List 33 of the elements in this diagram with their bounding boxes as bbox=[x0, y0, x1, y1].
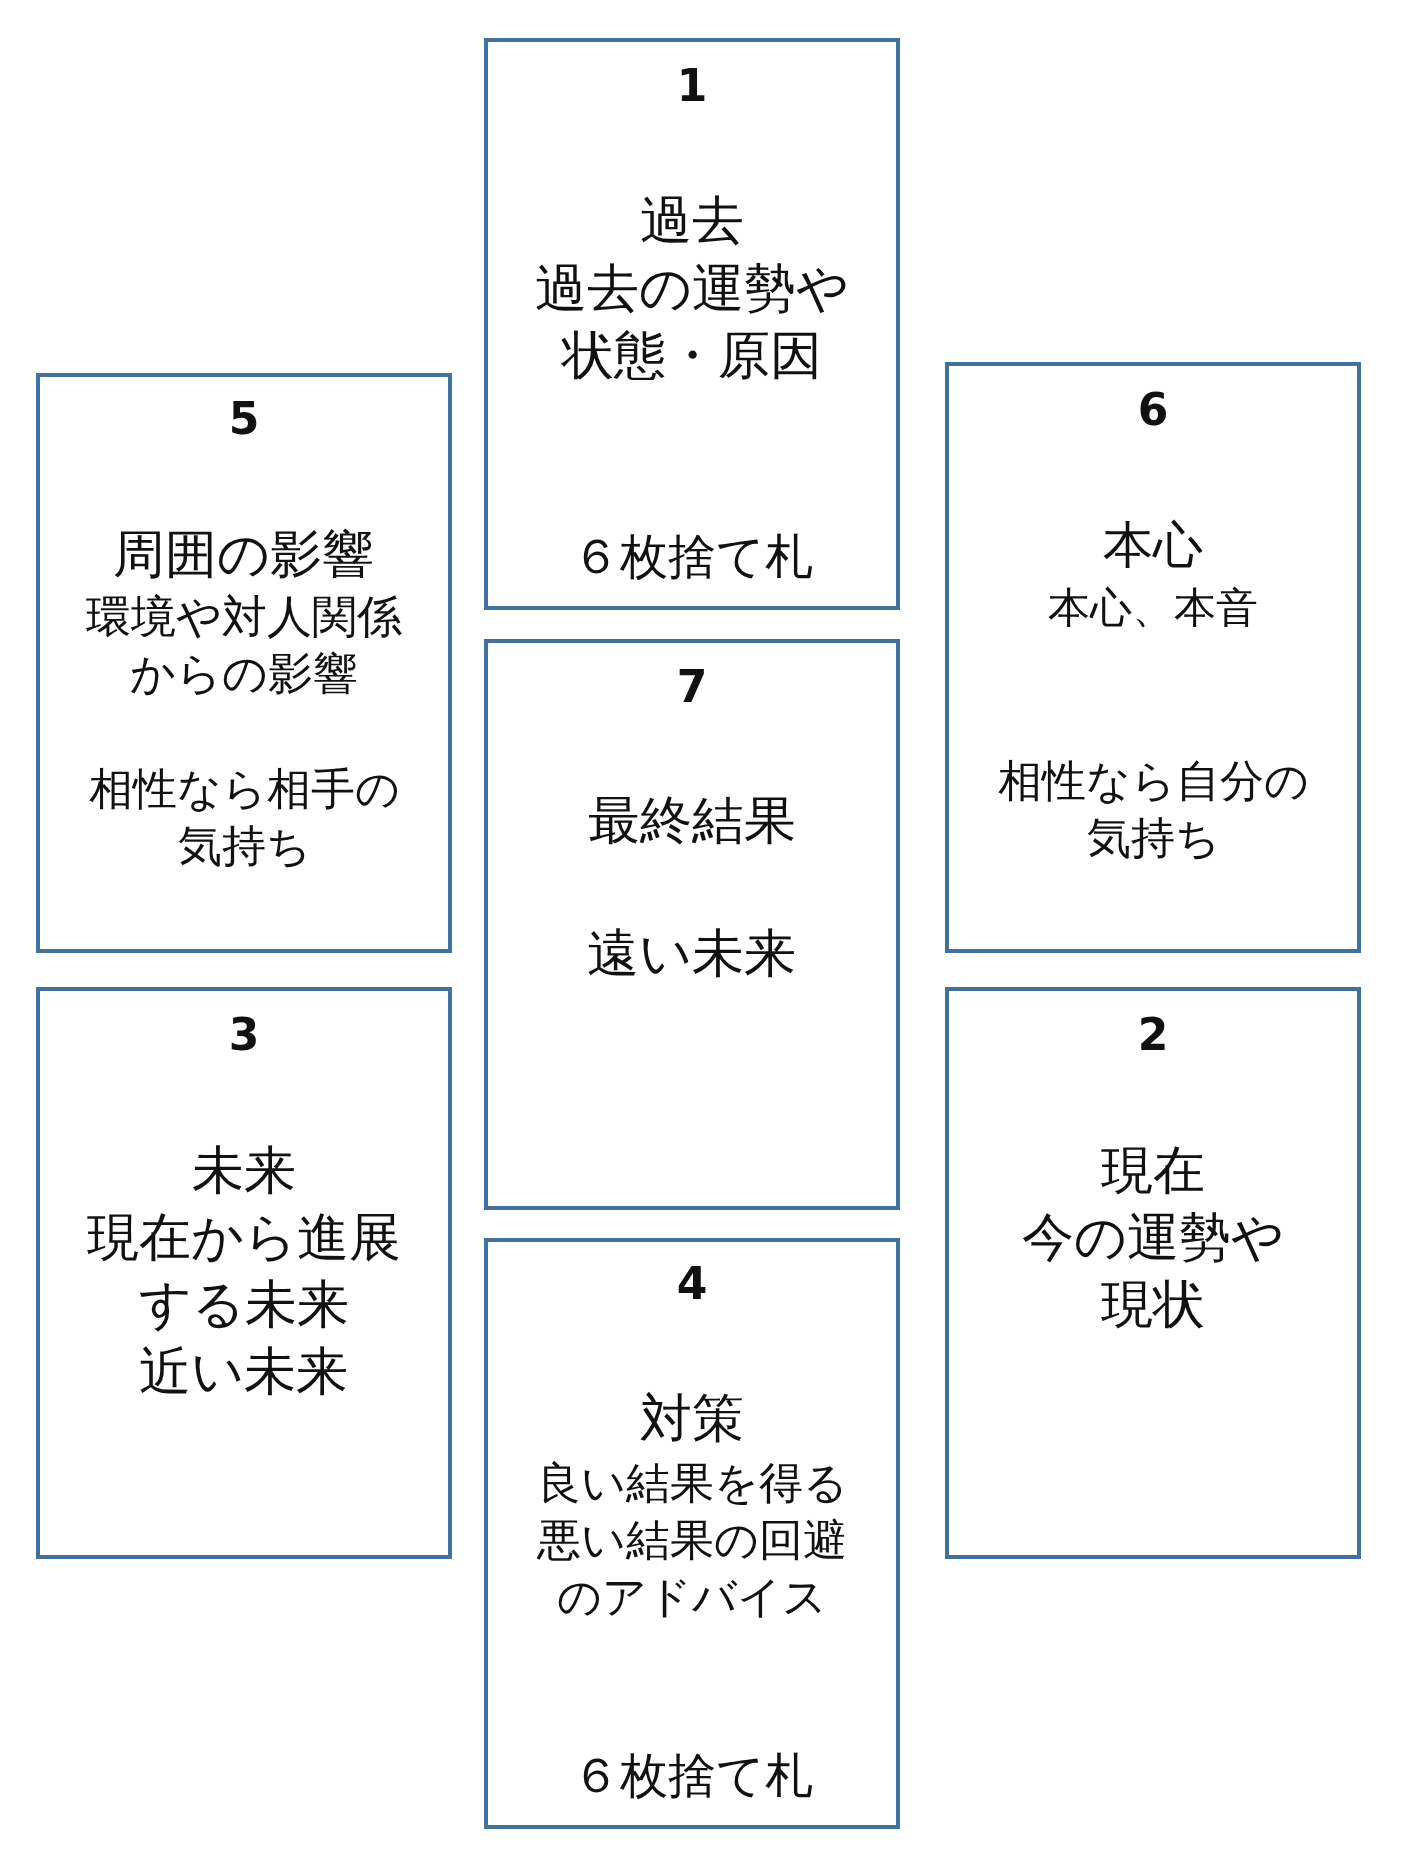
position-description: 良い結果を得る悪い結果の回避のアドバイス bbox=[535, 1455, 849, 1624]
position-title: 未来 bbox=[191, 1138, 297, 1202]
spread-position-card bbox=[484, 38, 900, 610]
position-title: 周囲の影響 bbox=[112, 524, 376, 584]
discard-note: ６枚捨て札 bbox=[570, 527, 814, 586]
position-number: 3 bbox=[227, 1010, 261, 1060]
spread-position-card bbox=[945, 362, 1361, 953]
position-note: 相性なら自分の気持ち bbox=[996, 753, 1310, 865]
position-number: 1 bbox=[675, 61, 709, 111]
position-number: 6 bbox=[1136, 385, 1170, 435]
position-number: 5 bbox=[227, 394, 261, 444]
spread-position-card bbox=[945, 987, 1361, 1559]
spread-position-card bbox=[36, 373, 452, 953]
position-description: 近い未来 bbox=[138, 1339, 350, 1403]
position-note: 相性なら相手の気持ち bbox=[87, 761, 401, 873]
position-title: 対策 bbox=[639, 1388, 745, 1448]
position-title: 過去 bbox=[639, 188, 745, 252]
position-description: 現在から進展する未来 bbox=[86, 1205, 402, 1336]
position-number: 4 bbox=[675, 1259, 709, 1309]
position-description: 今の運勢や現状 bbox=[1021, 1205, 1285, 1336]
position-title: 現在 bbox=[1100, 1138, 1206, 1202]
position-number: 7 bbox=[675, 662, 709, 712]
position-title: 最終結果 bbox=[587, 788, 797, 852]
position-description: 遠い未来 bbox=[586, 921, 798, 985]
position-description: 本心、本音 bbox=[1047, 581, 1259, 634]
position-number: 2 bbox=[1136, 1010, 1170, 1060]
spread-position-card bbox=[484, 639, 900, 1210]
spread-position-card bbox=[484, 1238, 900, 1829]
position-description: 過去の運勢や状態・原因 bbox=[534, 256, 850, 387]
position-description: 環境や対人関係からの影響 bbox=[85, 588, 403, 702]
position-title: 本心 bbox=[1102, 515, 1204, 575]
discard-note: ６枚捨て札 bbox=[570, 1746, 814, 1805]
spread-position-card bbox=[36, 987, 452, 1559]
